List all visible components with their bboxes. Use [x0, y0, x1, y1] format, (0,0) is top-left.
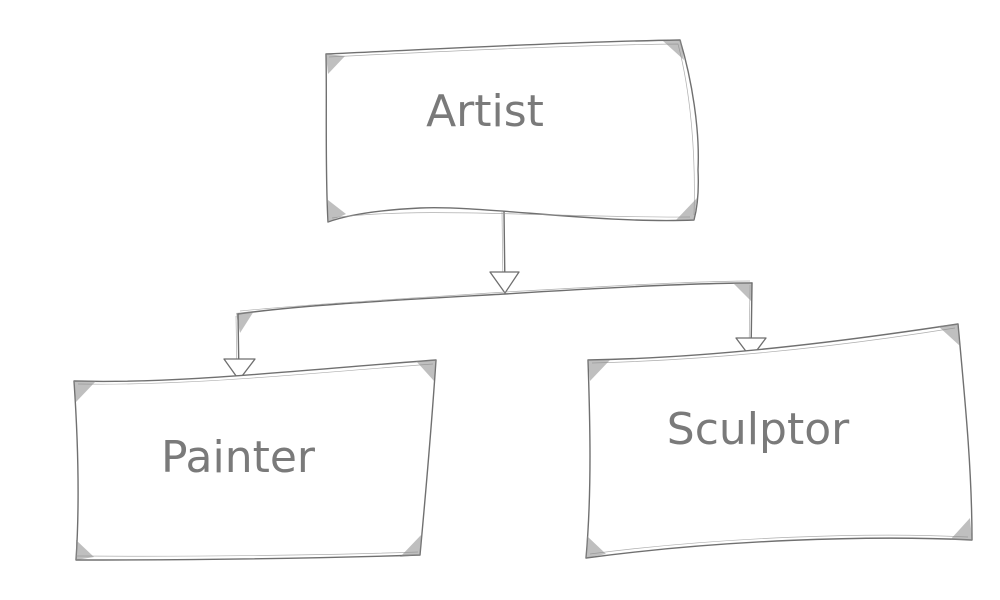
node-painter-label: Painter: [161, 432, 316, 483]
connector-horizontal-bar: [236, 280, 753, 333]
inheritance-arrowhead-top: [489, 271, 520, 294]
node-sculptor[interactable]: Sculptor: [585, 323, 973, 559]
node-painter[interactable]: Painter: [73, 359, 437, 561]
inheritance-arrowhead-sculptor: [735, 337, 767, 359]
node-artist[interactable]: Artist: [325, 39, 700, 223]
inheritance-arrowhead-painter: [223, 358, 256, 381]
connector-painter-branch: [223, 313, 256, 381]
node-sculptor-label: Sculptor: [667, 404, 850, 455]
node-artist-label: Artist: [426, 86, 544, 137]
connector-artist-stem: [489, 209, 520, 294]
connector-sculptor-branch: [735, 282, 767, 359]
